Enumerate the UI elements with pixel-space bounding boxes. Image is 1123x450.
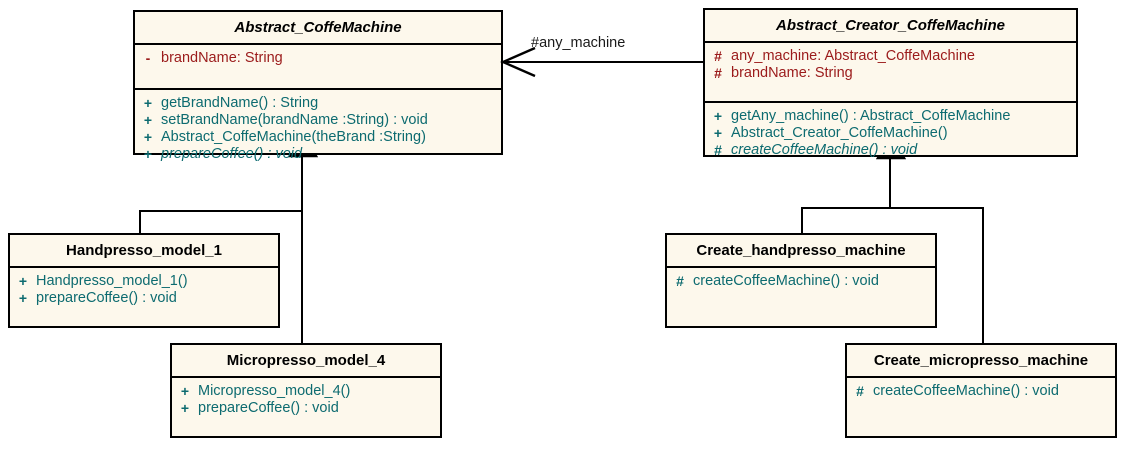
method-row: + getBrandName() : String	[135, 95, 501, 112]
attribute-row: - brandName: String	[135, 50, 501, 67]
visibility-marker: +	[18, 273, 28, 289]
visibility-marker: +	[713, 125, 723, 141]
methods-compartment: + getBrandName() : String + setBrandName…	[135, 90, 501, 168]
compartment-divider	[667, 266, 935, 268]
visibility-marker: +	[180, 400, 190, 416]
method-label: prepareCoffee() : void	[198, 400, 339, 416]
attribute-row: # brandName: String	[705, 65, 1076, 82]
attribute-row: # any_machine: Abstract_CoffeMachine	[705, 48, 1076, 65]
methods-compartment: # createCoffeeMachine() : void	[847, 378, 1115, 405]
compartment-divider	[705, 41, 1076, 43]
class-abstract-coffemachine[interactable]: Abstract_CoffeMachine - brandName: Strin…	[133, 10, 503, 162]
visibility-marker: +	[143, 146, 153, 162]
compartment-divider	[135, 43, 501, 45]
method-row: # createCoffeeMachine() : void	[847, 383, 1115, 400]
method-label: prepareCoffee() : void	[161, 146, 303, 162]
class-name-abstract-creator-coffemachine: Abstract_Creator_CoffeMachine	[776, 17, 1005, 34]
visibility-marker: +	[18, 290, 28, 306]
class-create-micropresso-machine[interactable]: Create_micropresso_machine # createCoffe…	[845, 343, 1117, 438]
visibility-marker: #	[676, 273, 684, 289]
visibility-marker: #	[714, 65, 722, 81]
method-label: Handpresso_model_1()	[36, 273, 188, 289]
compartment-divider	[847, 376, 1115, 378]
methods-compartment: + getAny_machine() : Abstract_CoffeMachi…	[705, 103, 1076, 164]
generalization-stem-right	[889, 157, 891, 209]
method-row: # createCoffeeMachine() : void	[667, 273, 935, 290]
class-create-handpresso-machine[interactable]: Create_handpresso_machine # createCoffee…	[665, 233, 937, 328]
compartment-divider	[10, 266, 278, 268]
generalization-branch-left-horizontal	[139, 210, 303, 212]
generalization-drop-micropresso	[301, 210, 303, 344]
visibility-marker: +	[713, 108, 723, 124]
association-open-arrowhead	[500, 46, 536, 78]
method-row: + setBrandName(brandName :String) : void	[135, 112, 501, 129]
method-row: + prepareCoffee() : void	[10, 290, 278, 307]
visibility-marker: +	[143, 129, 153, 145]
methods-compartment: # createCoffeeMachine() : void	[667, 268, 935, 295]
attributes-compartment: # any_machine: Abstract_CoffeMachine # b…	[705, 43, 1076, 101]
method-row: + Abstract_Creator_CoffeMachine()	[705, 125, 1076, 142]
method-label: Micropresso_model_4()	[198, 383, 351, 399]
method-label: Abstract_CoffeMachine(theBrand :String)	[161, 129, 426, 145]
class-micropresso-model-4[interactable]: Micropresso_model_4 + Micropresso_model_…	[170, 343, 442, 438]
method-row: + prepareCoffee() : void	[172, 400, 440, 417]
visibility-marker: -	[145, 50, 151, 66]
method-label: setBrandName(brandName :String) : void	[161, 112, 428, 128]
association-label-any-machine: #any_machine	[531, 35, 626, 51]
generalization-drop-handpresso	[139, 210, 141, 234]
methods-compartment: + Micropresso_model_4() + prepareCoffee(…	[172, 378, 440, 422]
visibility-marker: #	[856, 383, 864, 399]
class-name-create-micropresso-machine: Create_micropresso_machine	[873, 352, 1089, 369]
generalization-drop-create-handpresso	[801, 207, 803, 234]
generalization-stem-left	[301, 155, 303, 212]
method-row: + getAny_machine() : Abstract_CoffeMachi…	[705, 108, 1076, 125]
method-label: Abstract_Creator_CoffeMachine()	[731, 125, 948, 141]
method-row: + Abstract_CoffeMachine(theBrand :String…	[135, 129, 501, 146]
attribute-label: brandName: String	[161, 50, 283, 66]
method-label: createCoffeeMachine() : void	[731, 142, 918, 158]
association-line-any-machine	[503, 61, 704, 63]
compartment-divider	[705, 101, 1076, 103]
class-name-handpresso-model-1: Handpresso_model_1	[66, 242, 222, 259]
method-label: getAny_machine() : Abstract_CoffeMachine	[731, 108, 1011, 124]
visibility-marker: +	[143, 112, 153, 128]
method-row: + Handpresso_model_1()	[10, 273, 278, 290]
visibility-marker: +	[143, 95, 153, 111]
method-label: prepareCoffee() : void	[36, 290, 177, 306]
generalization-branch-right-horizontal	[801, 207, 984, 209]
visibility-marker: +	[180, 383, 190, 399]
class-abstract-creator-coffemachine[interactable]: Abstract_Creator_CoffeMachine # any_mach…	[703, 8, 1078, 158]
attribute-label: brandName: String	[731, 65, 853, 81]
attribute-label: any_machine: Abstract_CoffeMachine	[731, 48, 975, 64]
class-name-create-handpresso-machine: Create_handpresso_machine	[696, 242, 906, 259]
class-name-micropresso-model-4: Micropresso_model_4	[226, 352, 386, 369]
method-label: createCoffeeMachine() : void	[693, 273, 879, 289]
method-row: + Micropresso_model_4()	[172, 383, 440, 400]
compartment-divider	[135, 88, 501, 90]
method-row-abstract: # createCoffeeMachine() : void	[705, 142, 1076, 159]
compartment-divider	[172, 376, 440, 378]
attributes-compartment: - brandName: String	[135, 45, 501, 88]
method-row-abstract: + prepareCoffee() : void	[135, 146, 501, 163]
class-name-abstract-coffemachine: Abstract_CoffeMachine	[234, 19, 402, 36]
generalization-drop-create-micropresso	[982, 207, 984, 344]
method-label: createCoffeeMachine() : void	[873, 383, 1059, 399]
methods-compartment: + Handpresso_model_1() + prepareCoffee()…	[10, 268, 278, 312]
method-label: getBrandName() : String	[161, 95, 319, 111]
class-handpresso-model-1[interactable]: Handpresso_model_1 + Handpresso_model_1(…	[8, 233, 280, 328]
visibility-marker: #	[714, 48, 722, 64]
visibility-marker: #	[714, 142, 722, 158]
